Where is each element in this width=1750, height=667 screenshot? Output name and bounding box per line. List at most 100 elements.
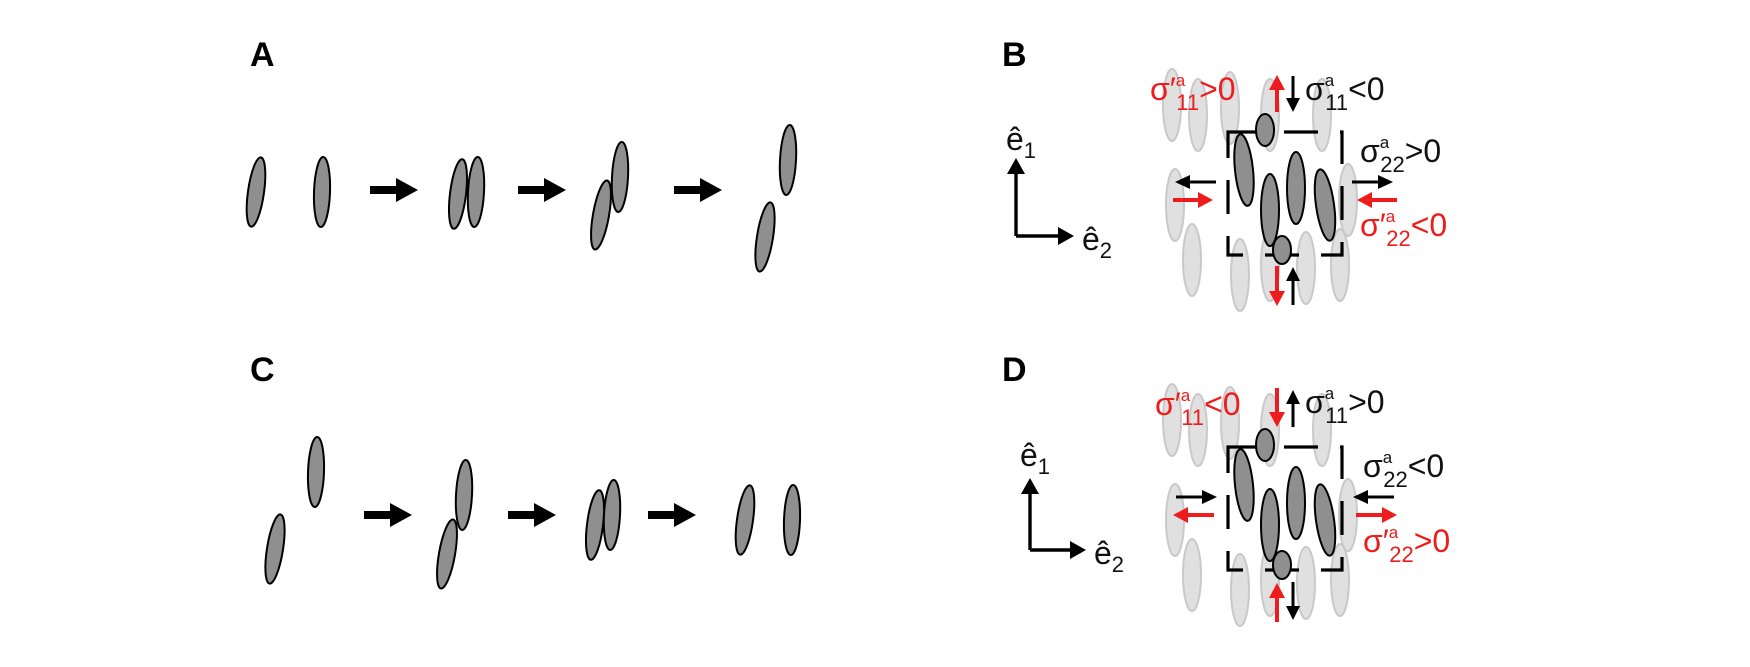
step-arrow: [648, 503, 696, 527]
ghost-cell: [1165, 168, 1185, 242]
cell: [264, 513, 286, 585]
black-arrowhead: [1286, 98, 1300, 112]
cell: [1286, 151, 1306, 225]
cell: [782, 484, 802, 556]
cell-pair-2: [436, 459, 474, 590]
e1-arrowhead: [1007, 158, 1025, 174]
cell: [1260, 173, 1280, 247]
panel-label-a: A: [250, 36, 275, 74]
ghost-cell: [1162, 68, 1182, 142]
cell: [454, 459, 474, 531]
ghost-cell: [1182, 538, 1202, 612]
cell: [1272, 550, 1292, 580]
stress-arrows: [1173, 388, 1397, 622]
stress-arrows: [1173, 75, 1397, 306]
e2-arrowhead: [1070, 541, 1086, 559]
red-arrowhead: [1357, 192, 1372, 208]
e2-label: ê2: [1082, 221, 1112, 263]
ghost-cell: [1296, 546, 1316, 620]
red-arrowhead: [1173, 507, 1188, 523]
step-arrow: [370, 178, 418, 202]
panel-b: B ê1 ê2: [1002, 36, 1447, 312]
ghost-cell: [1330, 228, 1350, 302]
ghost-cell: [1182, 223, 1202, 297]
cell: [466, 156, 486, 228]
step-arrow: [674, 178, 722, 202]
black-arrowhead: [1286, 267, 1300, 281]
cell: [245, 156, 267, 228]
cell-pair-1: [245, 156, 332, 228]
cell-pair-3: [590, 141, 630, 251]
ghost-cell: [1220, 386, 1240, 460]
ghost-cell: [1188, 393, 1208, 467]
cell: [610, 141, 630, 213]
black-arrowhead: [1378, 175, 1393, 189]
panel-label-b: B: [1002, 36, 1027, 74]
ghost-cell: [1220, 71, 1240, 145]
cell: [1313, 483, 1337, 557]
cell: [1233, 133, 1255, 207]
step-arrow: [364, 503, 412, 527]
ghost-cell: [1230, 238, 1250, 312]
panel-c: C: [250, 351, 802, 590]
ghost-cell: [1188, 78, 1208, 152]
cell-pair-4: [734, 484, 802, 556]
cell-pair-3: [584, 479, 622, 561]
dashed-region: [1226, 445, 1344, 572]
red-arrowhead: [1269, 75, 1285, 90]
red-arrowhead: [1269, 291, 1285, 306]
cell: [1255, 428, 1275, 462]
red-arrowhead: [1198, 192, 1213, 208]
cell: [1286, 466, 1306, 540]
dashed-region: [1226, 130, 1344, 257]
cell: [1255, 113, 1275, 147]
cell: [312, 156, 332, 228]
cell: [1272, 235, 1292, 265]
panel-d: D ê1 ê2: [1002, 351, 1450, 627]
panel-label-d: D: [1002, 351, 1027, 389]
step-arrow: [508, 503, 556, 527]
cell: [1313, 168, 1337, 242]
black-arrowhead: [1286, 606, 1300, 620]
e1-arrowhead: [1021, 478, 1039, 494]
e2-label: ê2: [1094, 535, 1124, 577]
red-arrowhead: [1269, 412, 1285, 427]
cell: [602, 479, 622, 551]
step-arrow: [518, 178, 566, 202]
black-arrowhead: [1202, 490, 1217, 504]
cell-pair-1: [264, 436, 326, 585]
cell: [306, 436, 326, 508]
cell: [734, 484, 756, 556]
cell: [436, 518, 458, 590]
cell: [590, 179, 612, 251]
cell: [1260, 488, 1280, 562]
cell: [778, 124, 798, 196]
ghost-cell: [1230, 553, 1250, 627]
basis-axes: ê1 ê2: [1020, 437, 1124, 577]
e1-label: ê1: [1006, 121, 1036, 163]
panel-a: A: [245, 36, 798, 273]
black-arrowhead: [1175, 175, 1190, 189]
e1-label: ê1: [1020, 437, 1050, 479]
foreground-cells: [1233, 428, 1337, 580]
cell: [754, 201, 776, 273]
panel-label-c: C: [250, 351, 275, 389]
e2-arrowhead: [1058, 227, 1074, 245]
red-arrowhead: [1382, 507, 1397, 523]
black-arrowhead: [1353, 490, 1368, 504]
foreground-cells: [1233, 113, 1337, 265]
cell-pair-2: [447, 156, 486, 230]
basis-axes: ê1 ê2: [1006, 121, 1112, 263]
cell: [1233, 448, 1255, 522]
ghost-cell: [1165, 483, 1185, 557]
ghost-cell: [1162, 383, 1182, 457]
ghost-cell: [1330, 543, 1350, 617]
